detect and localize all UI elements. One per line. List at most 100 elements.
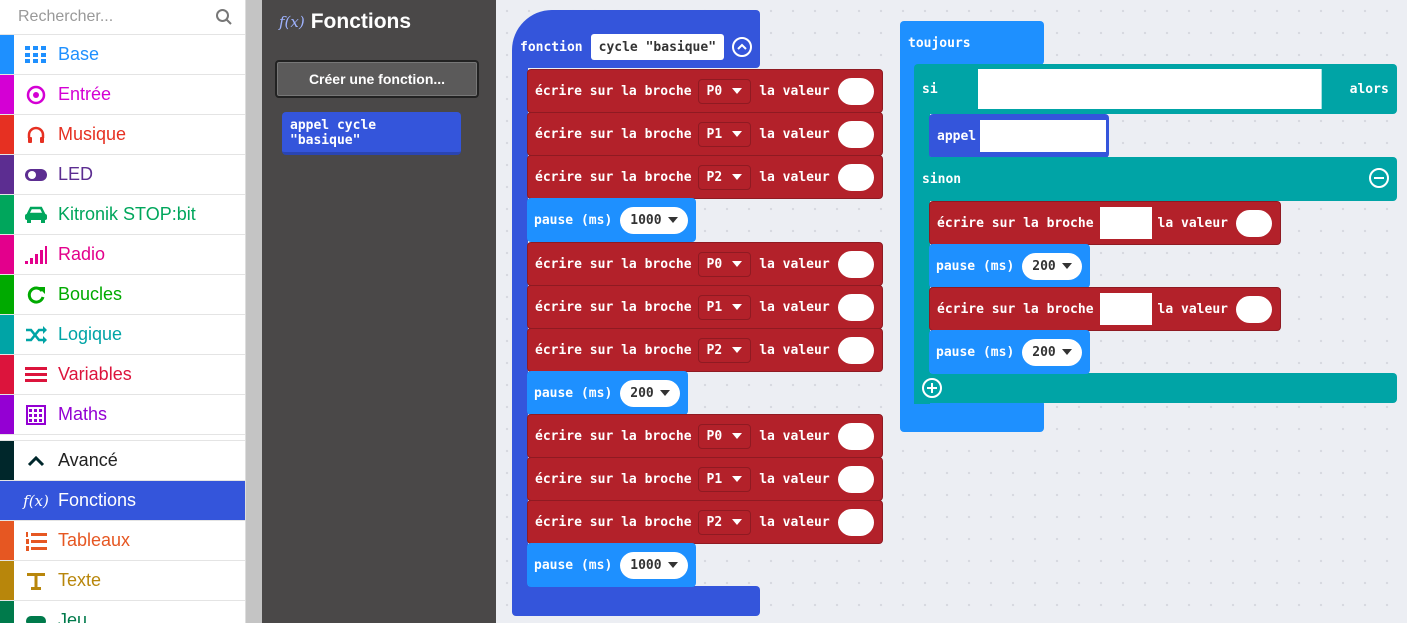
category-color-stripe <box>0 315 14 354</box>
category-variables[interactable]: Variables <box>0 355 245 395</box>
block-suffix: la valeur <box>759 256 830 272</box>
numbered-list-icon <box>14 531 58 551</box>
pause-block[interactable]: pause (ms)1000 <box>527 198 696 242</box>
pin-dropdown[interactable]: P0 <box>697 78 752 104</box>
call-name-slot[interactable] <box>980 120 1107 152</box>
pause-duration-dropdown[interactable]: 200 <box>1022 338 1082 366</box>
category-color-stripe <box>0 75 14 114</box>
value-input[interactable] <box>837 293 874 321</box>
text-t-icon <box>14 571 58 591</box>
forever-block-header[interactable]: toujours <box>900 21 1044 65</box>
function-block-arm <box>512 60 528 590</box>
category-color-stripe <box>0 275 14 314</box>
pin-value: P1 <box>706 126 723 142</box>
value-input[interactable] <box>837 422 874 450</box>
pause-duration-dropdown[interactable]: 200 <box>620 379 680 407</box>
plus-circle-icon[interactable] <box>922 378 942 398</box>
block-suffix: la valeur <box>759 471 830 487</box>
pin-slot[interactable] <box>1099 293 1152 325</box>
pin-slot[interactable] <box>1099 207 1152 239</box>
create-function-button[interactable]: Créer une fonction... <box>275 60 479 98</box>
pin-dropdown[interactable]: P2 <box>697 337 752 363</box>
block-text: écrire sur la broche <box>535 256 692 272</box>
category-avanc[interactable]: Avancé <box>0 441 245 481</box>
category-tableaux[interactable]: Tableaux <box>0 521 245 561</box>
block-text: écrire sur la broche <box>535 471 692 487</box>
category-led[interactable]: LED <box>0 155 245 195</box>
forever-keyword: toujours <box>908 35 971 51</box>
pause-block[interactable]: pause (ms)1000 <box>527 543 696 587</box>
value-input[interactable] <box>1236 209 1272 237</box>
value-input[interactable] <box>837 250 874 278</box>
pause-duration-dropdown[interactable]: 1000 <box>620 206 688 234</box>
search-bar <box>0 0 245 35</box>
category-label: Musique <box>58 124 127 144</box>
block-suffix: la valeur <box>1157 215 1228 231</box>
category-label: Boucles <box>58 284 123 304</box>
pin-dropdown[interactable]: P1 <box>697 294 752 320</box>
category-kitronik-stop-bit[interactable]: Kitronik STOP:bit <box>0 195 245 235</box>
value-input[interactable] <box>1236 295 1272 323</box>
pin-dropdown[interactable]: P2 <box>697 164 752 190</box>
function-block-header[interactable]: fonction cycle "basique" <box>512 10 760 68</box>
category-base[interactable]: Base <box>0 35 245 75</box>
pause-duration-dropdown[interactable]: 200 <box>1022 252 1082 280</box>
search-icon[interactable] <box>215 8 233 26</box>
if-block-footer[interactable] <box>914 373 1397 403</box>
pause-duration-dropdown[interactable]: 1000 <box>620 551 688 579</box>
condition-slot[interactable] <box>977 69 1322 109</box>
value-input[interactable] <box>837 163 874 191</box>
pause-block[interactable]: pause (ms)200 <box>929 330 1090 374</box>
category-musique[interactable]: Musique <box>0 115 245 155</box>
else-row[interactable]: sinon <box>914 157 1397 201</box>
if-block-header[interactable]: si alors <box>914 64 1397 114</box>
pin-dropdown[interactable]: P1 <box>697 466 752 492</box>
category-logique[interactable]: Logique <box>0 315 245 355</box>
category-entr-e[interactable]: Entrée <box>0 75 245 115</box>
category-maths[interactable]: Maths <box>0 395 245 435</box>
function-name-field[interactable]: cycle "basique" <box>590 34 725 60</box>
pin-dropdown[interactable]: P0 <box>697 423 752 449</box>
block-suffix: la valeur <box>759 126 830 142</box>
value-input[interactable] <box>837 465 874 493</box>
pin-dropdown[interactable]: P2 <box>697 509 752 535</box>
digital-write-block[interactable]: écrire sur la broche P1 la valeur <box>527 457 883 501</box>
category-separator <box>0 435 245 441</box>
category-jeu[interactable]: Jeu <box>0 601 245 623</box>
pause-block[interactable]: pause (ms)200 <box>929 244 1090 288</box>
value-input[interactable] <box>837 120 874 148</box>
pin-dropdown[interactable]: P0 <box>697 251 752 277</box>
category-radio[interactable]: Radio <box>0 235 245 275</box>
category-boucles[interactable]: Boucles <box>0 275 245 315</box>
category-label: Texte <box>58 570 102 590</box>
digital-write-block[interactable]: écrire sur la broche P0 la valeur <box>527 242 883 286</box>
category-label: Logique <box>58 324 123 344</box>
collapse-icon[interactable] <box>732 37 753 57</box>
search-input[interactable] <box>0 0 245 34</box>
value-input[interactable] <box>837 77 874 105</box>
category-fonctions[interactable]: f(x)Fonctions <box>0 481 245 521</box>
call-function-block[interactable]: appel cycle "basique" <box>282 112 461 155</box>
toolbox-scrollbar[interactable] <box>246 0 262 623</box>
minus-circle-icon[interactable] <box>1369 168 1389 188</box>
value-input[interactable] <box>837 336 874 364</box>
pause-block[interactable]: pause (ms)200 <box>527 371 688 415</box>
blocks-workspace[interactable]: fonction cycle "basique" écrire sur la b… <box>496 0 1407 623</box>
toggle-icon <box>14 168 58 182</box>
call-block[interactable]: appel <box>929 114 1109 158</box>
pin-dropdown[interactable]: P1 <box>697 121 752 147</box>
value-input[interactable] <box>837 508 874 536</box>
category-texte[interactable]: Texte <box>0 561 245 601</box>
pin-value: P2 <box>706 514 723 530</box>
chevron-up-icon <box>14 454 58 468</box>
